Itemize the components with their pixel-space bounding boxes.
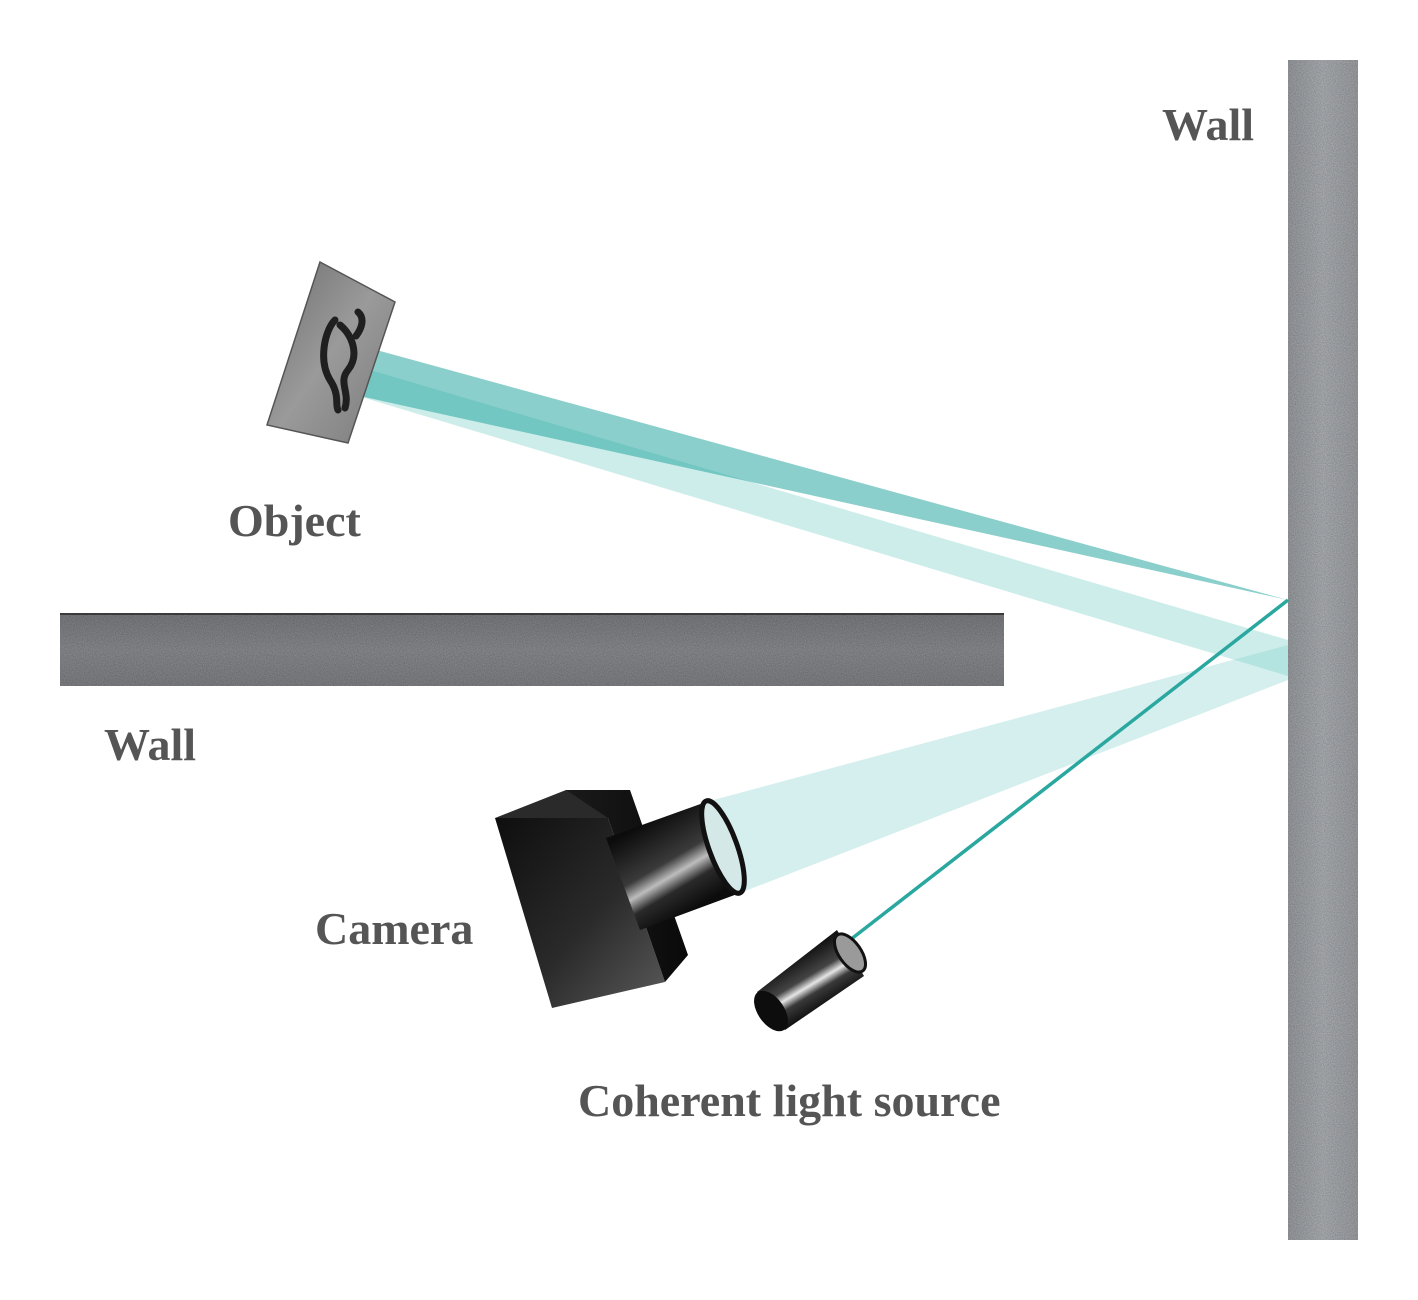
wall-left [60, 613, 1004, 686]
camera-label: Camera [315, 903, 474, 954]
wall-left-label: Wall [104, 719, 197, 770]
wall-right-label: Wall [1162, 99, 1255, 150]
wall-right [1288, 60, 1358, 1240]
laser-source-icon [754, 930, 868, 1032]
light-source-label: Coherent light source [578, 1075, 1001, 1126]
object-beam [340, 340, 1288, 600]
laser-beam [848, 598, 1290, 942]
camera-view-cone [706, 645, 1288, 893]
camera-icon [495, 790, 747, 1008]
object-plate [266, 260, 396, 444]
object-label: Object [228, 495, 361, 546]
